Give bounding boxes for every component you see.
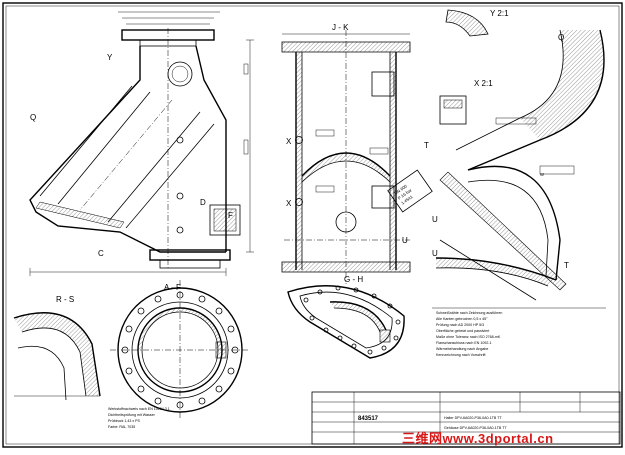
view-marker-x1: X xyxy=(286,137,292,146)
note-right-5: Maße ohne Toleranz nach ISO 2768-mK xyxy=(436,335,501,339)
af-flange-view xyxy=(110,280,250,420)
view-marker-u: U xyxy=(402,236,408,245)
rs-section-view xyxy=(13,312,101,401)
stamp-detail xyxy=(387,169,433,213)
section-u-bottom-label: U xyxy=(432,249,438,258)
elbow-elevation-view xyxy=(29,11,254,276)
detail-y-label: Y 2:1 xyxy=(490,9,509,18)
right-curved-section xyxy=(435,9,605,301)
note-right-3: Prüfung nach AD 2000 HP 5/3 xyxy=(436,323,484,327)
note-right-4: Oberfläche gebeizt und passiviert xyxy=(436,329,489,333)
section-u-top-label: U xyxy=(432,215,438,224)
view-marker-c: C xyxy=(98,249,104,258)
title-block-number: 843517 xyxy=(358,416,379,422)
jk-section-view xyxy=(281,30,411,284)
note-right-1: Schweißnähte nach Zeichnung ausführen xyxy=(436,311,502,315)
stamp-text-3: 1.4541 xyxy=(400,194,414,206)
section-rs-label: R - S xyxy=(56,295,74,304)
section-q-left-label: Q xyxy=(30,113,36,122)
section-w-label: W xyxy=(540,172,544,177)
view-marker-f: F xyxy=(228,211,233,220)
note-bottom-4: Farbe: RAL 7035 xyxy=(108,425,135,429)
title-block-line2: Gehäuse DPV-6A020-P36-0A0-1TB TT xyxy=(444,426,507,430)
note-bottom-2: Dichtheitsprüfung mit Wasser xyxy=(108,413,156,417)
section-t-top-label: T xyxy=(424,141,429,150)
watermark-text: 三维网www.3dportal.cn xyxy=(402,431,554,446)
view-marker-y: Y xyxy=(107,53,113,62)
title-block xyxy=(311,391,621,445)
note-right-8: Kennzeichnung nach Vorschrift xyxy=(436,353,486,357)
view-marker-d: D xyxy=(200,198,206,207)
note-bottom-1: Werkstoffnachweis nach EN 10204 3.1 xyxy=(108,407,170,411)
section-q-right-label: Q xyxy=(558,33,564,42)
detail-x-label: X 2:1 xyxy=(474,79,493,88)
section-gh-label: G - H xyxy=(344,275,363,284)
note-right-2: Alle Kanten gebrochen 0,5 x 45° xyxy=(436,317,488,321)
section-jk-label: J - K xyxy=(332,23,349,32)
title-block-line1: Halter DPV-6A020-P36-0A0-1TB TT xyxy=(444,416,502,420)
note-bottom-3: Prüfdruck 1,43 x PS xyxy=(108,419,141,423)
note-right-6: Flanschanschluss nach EN 1092-1 xyxy=(436,341,492,345)
sheet-border xyxy=(2,2,623,448)
section-t-right-label: T xyxy=(564,261,569,270)
view-marker-x2: X xyxy=(286,199,292,208)
section-af-label: A - F xyxy=(164,283,181,292)
gh-section-view xyxy=(287,285,405,359)
note-right-7: Wärmebehandlung nach Angabe xyxy=(436,347,488,351)
